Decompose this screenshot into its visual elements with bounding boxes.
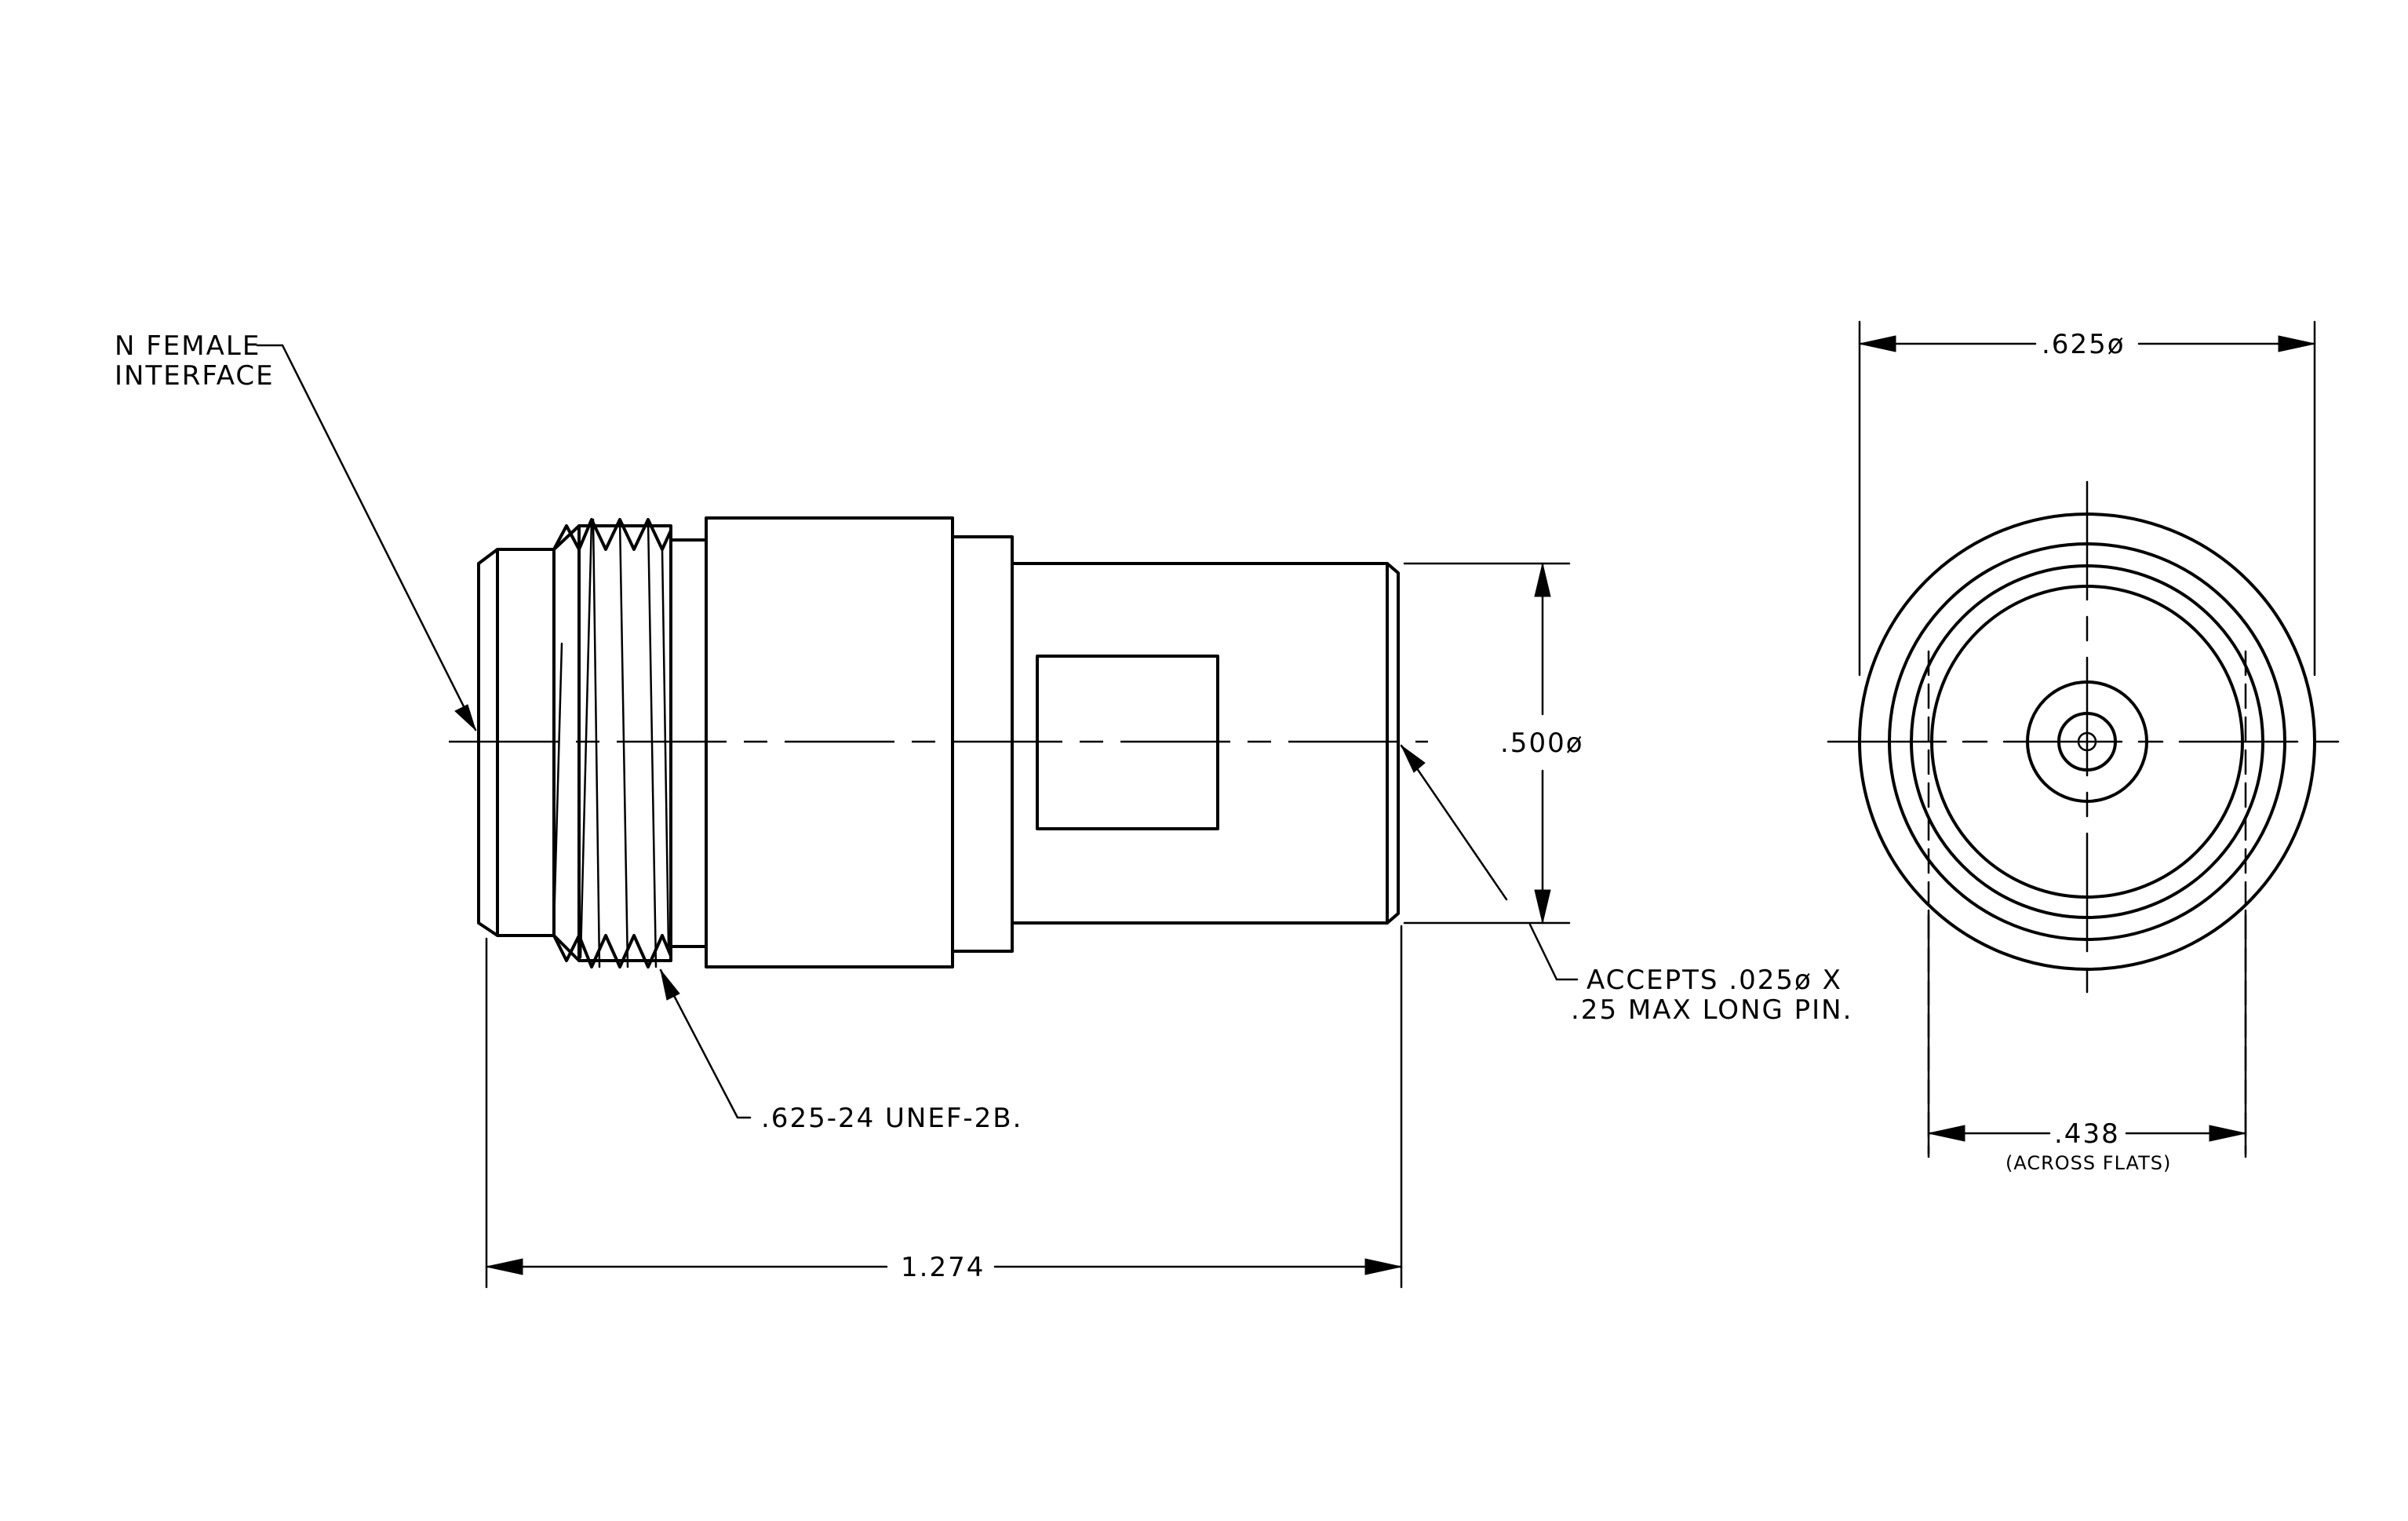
thread-leader: .625-24 UNEF-2B. (659, 968, 1022, 1134)
end-view: .625ø .438 (ACROSS FLATS) (1827, 320, 2348, 1174)
pin-label-line2: .25 MAX LONG PIN. (1571, 994, 1852, 1026)
interface-leader: N FEMALE INTERFACE (115, 330, 477, 731)
interface-label-line1: N FEMALE (115, 330, 260, 362)
thread-spec-label: .625-24 UNEF-2B. (761, 1103, 1022, 1134)
body-diameter-dimension: .500ø (1403, 562, 1584, 925)
interface-label-line2: INTERFACE (115, 360, 275, 392)
outer-diameter-label: .625ø (2042, 329, 2126, 360)
across-flats-label: .438 (2054, 1118, 2120, 1150)
across-flats-note: (ACROSS FLATS) (2005, 1152, 2171, 1174)
thread-crests-top (552, 518, 672, 551)
front-lip (477, 548, 556, 937)
overall-length-label: 1.274 (901, 1252, 985, 1283)
collar (951, 535, 1014, 953)
pin-label-line1: ACCEPTS .025ø X (1587, 965, 1842, 996)
body-diameter-label: .500ø (1500, 728, 1584, 759)
overall-length-dimension: 1.274 (485, 925, 1403, 1289)
side-view: N FEMALE INTERFACE .625-24 UNEF-2B. ACCE… (115, 330, 1852, 1289)
across-flats-dimension: .438 (ACROSS FLATS) (1927, 909, 2247, 1174)
thread-lines (552, 518, 670, 968)
outer-diameter-dimension: .625ø (1858, 320, 2316, 677)
pin-leader: ACCEPTS .025ø X .25 MAX LONG PIN. (1400, 744, 1852, 1026)
thread-outline (552, 524, 708, 962)
rear-body (1011, 562, 1400, 925)
